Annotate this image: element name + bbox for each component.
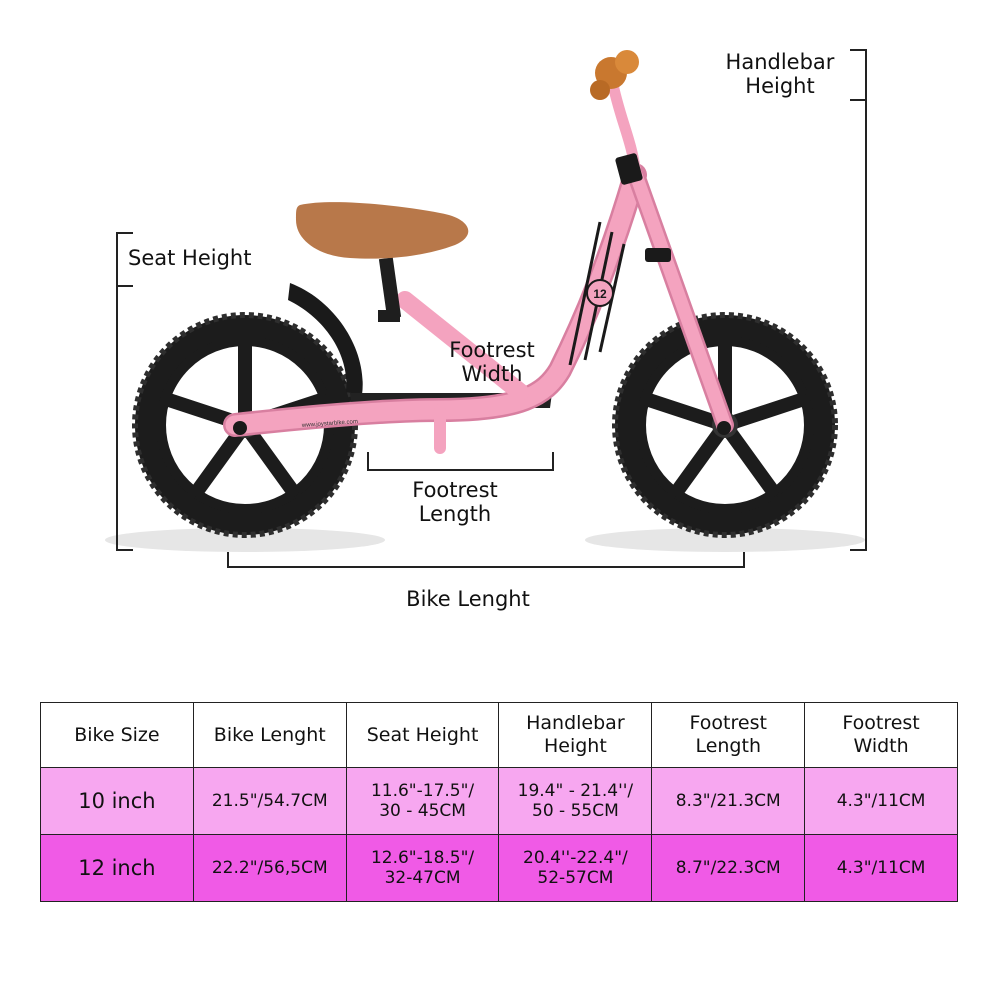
header-seat-height: Seat Height <box>345 702 500 768</box>
header-bike-length: Bike Lenght <box>192 702 347 768</box>
cell-bike-length: 22.2"/56,5CM <box>192 834 347 902</box>
cell-bike-length: 21.5"/54.7CM <box>192 767 347 835</box>
cell-footrest-width: 4.3"/11CM <box>804 834 958 902</box>
front-axle-bolt <box>717 421 731 435</box>
seat-clamp <box>378 310 400 322</box>
seat-post <box>378 257 402 319</box>
headset-clamp-lower <box>645 248 671 262</box>
dimension-lines <box>116 49 867 568</box>
seat-height-bracket <box>116 232 133 551</box>
handlebar-height-bracket <box>850 49 867 551</box>
rear-axle-bolt <box>233 421 247 435</box>
front-wheel-spokes <box>642 338 808 497</box>
bike-length-label: Bike Lenght <box>406 587 530 611</box>
bike-illustration: 12 www.joystarbike.com <box>105 49 867 568</box>
saddle <box>296 202 469 259</box>
handlebar-grip <box>590 50 639 100</box>
table-row: 10 inch 21.5"/54.7CM 11.6"-17.5"/30 - 45… <box>40 767 958 835</box>
cell-footrest-length: 8.7"/22.3CM <box>651 834 806 902</box>
cell-footrest-width: 4.3"/11CM <box>804 767 958 835</box>
size-spec-table: Bike Size Bike Lenght Seat Height Handle… <box>40 702 958 902</box>
frame-text: www.joystarbike.com <box>301 419 358 429</box>
cell-size: 10 inch <box>40 767 194 835</box>
rear-fender <box>288 283 363 395</box>
cell-footrest-length: 8.3"/21.3CM <box>651 767 806 835</box>
cell-handlebar-height: 20.4''-22.4"/52-57CM <box>498 834 653 902</box>
cell-seat-height: 11.6"-17.5"/30 - 45CM <box>345 767 500 835</box>
frame-badge: 12 <box>593 287 607 301</box>
front-wheel-shadow <box>585 528 865 552</box>
bike-length-bracket <box>227 552 745 568</box>
cell-size: 12 inch <box>40 834 194 902</box>
frame-badge-ring <box>586 279 614 307</box>
cell-seat-height: 12.6"-18.5"/32-47CM <box>345 834 500 902</box>
cell-handlebar-height: 19.4" - 21.4''/50 - 55CM <box>498 767 653 835</box>
headset-clamp-upper <box>615 153 643 185</box>
table-header-row: Bike Size Bike Lenght Seat Height Handle… <box>40 702 958 768</box>
table-row: 12 inch 22.2"/56,5CM 12.6"-18.5"/32-47CM… <box>40 834 958 902</box>
seat-height-label: Seat Height <box>128 246 252 270</box>
rear-wheel-shadow <box>105 528 385 552</box>
header-bike-size: Bike Size <box>40 702 194 768</box>
footrest-length-bracket <box>367 452 554 471</box>
